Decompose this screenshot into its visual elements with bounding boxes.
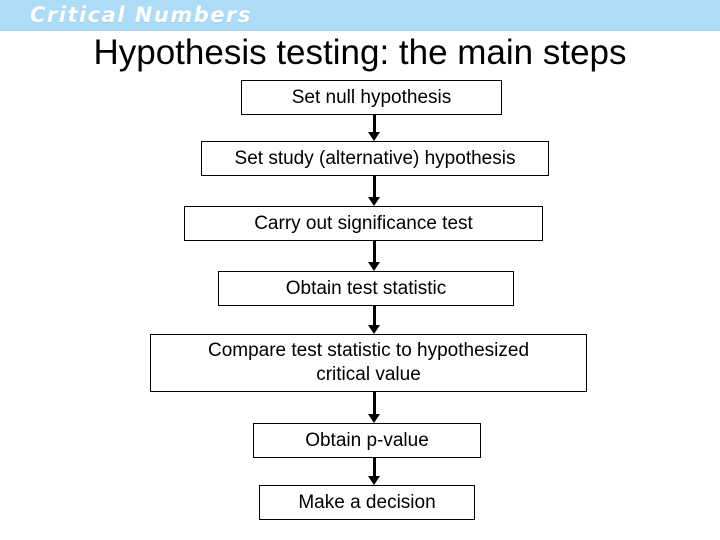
- flow-step-1-label: Set null hypothesis: [291, 86, 452, 108]
- brand-logo-text: Critical Numbers: [30, 3, 252, 27]
- flow-step-5-label: Compare test statistic to hypothesized c…: [207, 340, 530, 385]
- flow-step-6-obtain-p-value[interactable]: Obtain p-value: [253, 423, 481, 458]
- flow-step-6-label: Obtain p-value: [305, 429, 429, 451]
- flow-step-2-set-study-hypothesis[interactable]: Set study (alternative) hypothesis: [201, 141, 549, 176]
- connector-arrow-6-to-7: [368, 458, 381, 485]
- flow-step-3-carry-out-significance-test[interactable]: Carry out significance test: [184, 206, 543, 241]
- flow-step-4-label: Obtain test statistic: [285, 277, 447, 299]
- connector-arrow-3-to-4: [368, 241, 381, 271]
- connector-arrow-1-to-2: [368, 115, 381, 141]
- flow-step-5-compare-test-statistic[interactable]: Compare test statistic to hypothesized c…: [150, 334, 587, 392]
- connector-arrow-4-to-5: [368, 306, 381, 334]
- connector-arrow-5-to-6: [368, 392, 381, 423]
- flow-step-3-label: Carry out significance test: [254, 212, 473, 234]
- flow-step-4-obtain-test-statistic[interactable]: Obtain test statistic: [218, 271, 514, 306]
- flow-step-7-label: Make a decision: [298, 491, 436, 513]
- connector-arrow-2-to-3: [368, 176, 381, 206]
- flow-step-7-make-a-decision[interactable]: Make a decision: [259, 485, 475, 520]
- flow-step-1-set-null-hypothesis[interactable]: Set null hypothesis: [241, 80, 502, 115]
- page-title: Hypothesis testing: the main steps: [93, 33, 627, 72]
- flow-step-2-label: Set study (alternative) hypothesis: [234, 147, 516, 169]
- header-banner: Critical Numbers: [0, 0, 720, 31]
